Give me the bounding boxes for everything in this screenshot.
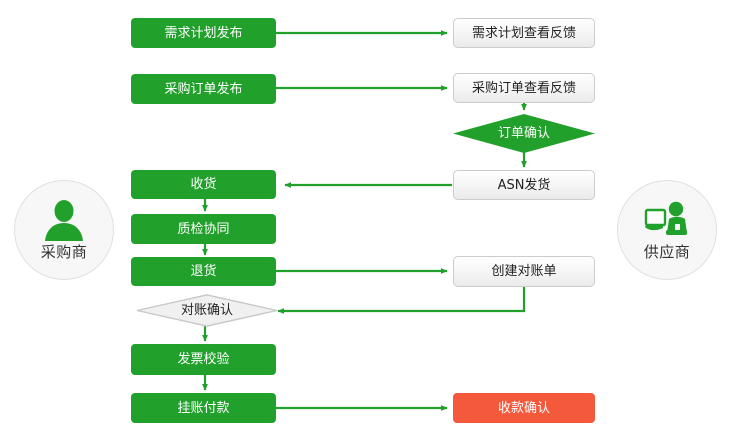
node-label: 需求计划发布: [164, 25, 243, 41]
node-payable-payment[interactable]: 挂账付款: [131, 393, 276, 423]
node-label: 创建对账单: [491, 264, 557, 279]
actor-buyer[interactable]: 采购商: [14, 180, 114, 280]
diamond-shape: [453, 114, 595, 153]
node-label: ASN发货: [497, 177, 551, 193]
node-label: 收货: [190, 177, 217, 192]
person-icon: [45, 200, 83, 241]
node-purchase-order-publish[interactable]: 采购订单发布: [131, 74, 276, 104]
node-demand-plan-review[interactable]: 需求计划查看反馈: [453, 18, 595, 48]
node-label: 质检协同: [177, 221, 230, 237]
node-receive-goods[interactable]: 收货: [131, 170, 276, 199]
node-payment-receipt-confirm[interactable]: 收款确认: [453, 393, 595, 423]
node-label: 挂账付款: [177, 400, 230, 416]
node-label: 需求计划查看反馈: [471, 25, 576, 41]
node-create-statement[interactable]: 创建对账单: [453, 256, 595, 287]
actor-supplier-label: 供应商: [643, 243, 691, 261]
node-label: 采购订单发布: [164, 81, 243, 97]
node-order-confirm[interactable]: 订单确认: [453, 114, 595, 153]
node-label: 发票校验: [177, 352, 230, 367]
node-label: 对账确认: [180, 303, 233, 318]
node-reconciliation-confirm[interactable]: 对账确认: [136, 294, 278, 327]
actor-supplier[interactable]: 供应商: [617, 180, 717, 280]
node-invoice-verification[interactable]: 发票校验: [131, 344, 276, 375]
node-label: 采购订单查看反馈: [471, 80, 576, 96]
node-quality-inspection[interactable]: 质检协同: [131, 214, 276, 244]
node-demand-plan-publish[interactable]: 需求计划发布: [131, 18, 276, 48]
actor-buyer-label: 采购商: [40, 243, 88, 261]
node-label: 订单确认: [497, 126, 550, 141]
diamond-shape: [136, 294, 278, 327]
node-label: 收款确认: [497, 400, 550, 416]
node-purchase-order-review[interactable]: 采购订单查看反馈: [453, 73, 595, 103]
person-at-computer-icon: [644, 201, 687, 235]
node-return-goods[interactable]: 退货: [131, 257, 276, 286]
node-label: 退货: [190, 264, 217, 279]
edge-n10-n11: [277, 287, 526, 314]
node-asn-shipment[interactable]: ASN发货: [453, 170, 595, 200]
